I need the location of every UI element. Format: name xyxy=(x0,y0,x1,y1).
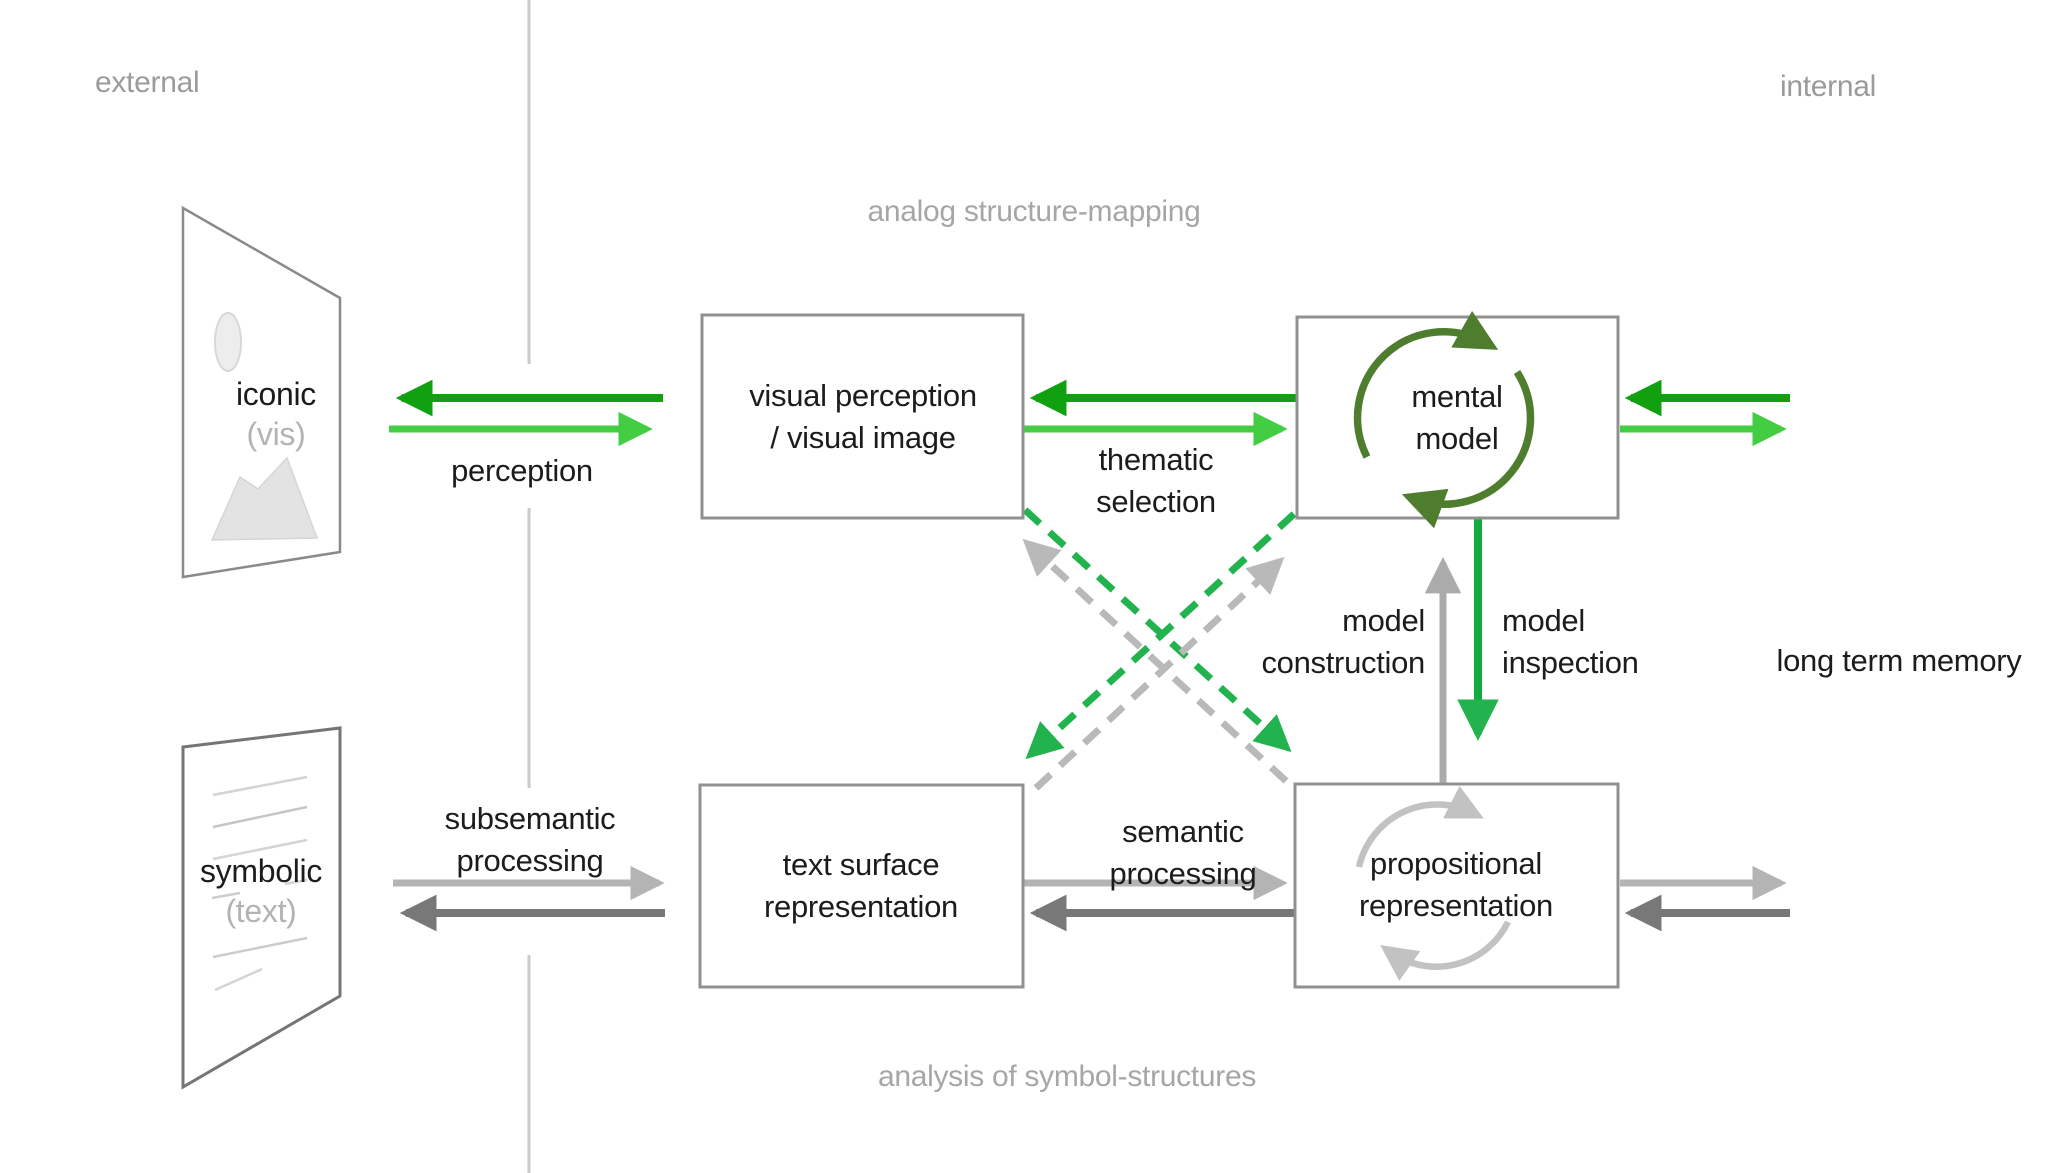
semantic-processing-label: semantic processing xyxy=(1110,811,1257,895)
symbolic-title: symbolic xyxy=(199,853,323,889)
dashed-arrow-propositional-to-visual xyxy=(1022,538,1289,784)
dashed-arrow-textsurface-to-mental xyxy=(1033,556,1285,791)
mental-model-line2: model xyxy=(1415,421,1499,456)
internal-label: internal xyxy=(1780,70,1876,103)
model-construction-line1: model xyxy=(1342,603,1425,638)
iconic-source-panel xyxy=(181,205,342,579)
model-inspection-line1: model xyxy=(1502,603,1585,638)
picture-mountain-icon xyxy=(210,456,319,541)
model-construction-line2: construction xyxy=(1261,645,1425,680)
picture-panel-icon xyxy=(181,205,342,579)
model-construction-label: model construction xyxy=(1261,600,1425,684)
iconic-subtitle: (vis) xyxy=(246,416,306,452)
propositional-box-label: propositional representation xyxy=(1359,843,1553,927)
semantic-line2: processing xyxy=(1109,856,1257,891)
mental-model-cycle-icon xyxy=(1353,310,1535,529)
subsemantic-line2: processing xyxy=(456,843,604,878)
text-page-icon xyxy=(181,726,342,1090)
text-surface-line2: representation xyxy=(764,889,958,924)
perception-label: perception xyxy=(451,453,593,488)
model-inspection-label: model inspection xyxy=(1502,600,1639,684)
subsemantic-line1: subsemantic xyxy=(444,801,616,836)
model-inspection-line2: inspection xyxy=(1502,645,1639,680)
visual-perception-box xyxy=(700,313,1025,520)
long-term-memory-label: long term memory xyxy=(1776,643,2022,678)
picture-ellipse-icon xyxy=(214,312,242,372)
thematic-line2: selection xyxy=(1096,484,1216,519)
symbolic-subtitle: (text) xyxy=(225,893,297,929)
analysis-of-symbol-structures-label: analysis of symbol-structures xyxy=(877,1060,1257,1093)
propositional-cycle-icon xyxy=(1355,785,1511,981)
text-surface-box-label: text surface representation xyxy=(764,844,958,928)
text-surface-box xyxy=(698,783,1025,989)
visual-perception-box-label: visual perception / visual image xyxy=(749,375,977,459)
visual-perception-line1: visual perception xyxy=(749,378,977,413)
text-page-ruled-lines xyxy=(211,775,308,992)
dashed-arrow-visual-to-propositional xyxy=(1022,507,1292,753)
visual-perception-line2: / visual image xyxy=(770,420,956,455)
thematic-line1: thematic xyxy=(1098,442,1214,477)
symbolic-source-label: symbolic (text) xyxy=(200,851,322,931)
mental-model-line1: mental xyxy=(1411,379,1503,414)
propositional-line2: representation xyxy=(1359,888,1553,923)
dashed-arrow-mental-to-textsurface xyxy=(1025,511,1297,760)
thematic-selection-label: thematic selection xyxy=(1096,439,1216,523)
semantic-line1: semantic xyxy=(1122,814,1244,849)
mental-model-box xyxy=(1295,315,1620,520)
subsemantic-processing-label: subsemantic processing xyxy=(445,798,616,882)
analog-structure-mapping-label: analog structure-mapping xyxy=(867,195,1201,228)
symbolic-source-page xyxy=(181,726,342,1090)
iconic-title: iconic xyxy=(235,376,317,412)
mental-model-box-label: mental model xyxy=(1411,376,1503,460)
iconic-source-label: iconic (vis) xyxy=(236,374,316,454)
propositional-line1: propositional xyxy=(1370,846,1542,881)
text-surface-line1: text surface xyxy=(782,847,940,882)
external-label: external xyxy=(95,66,200,99)
